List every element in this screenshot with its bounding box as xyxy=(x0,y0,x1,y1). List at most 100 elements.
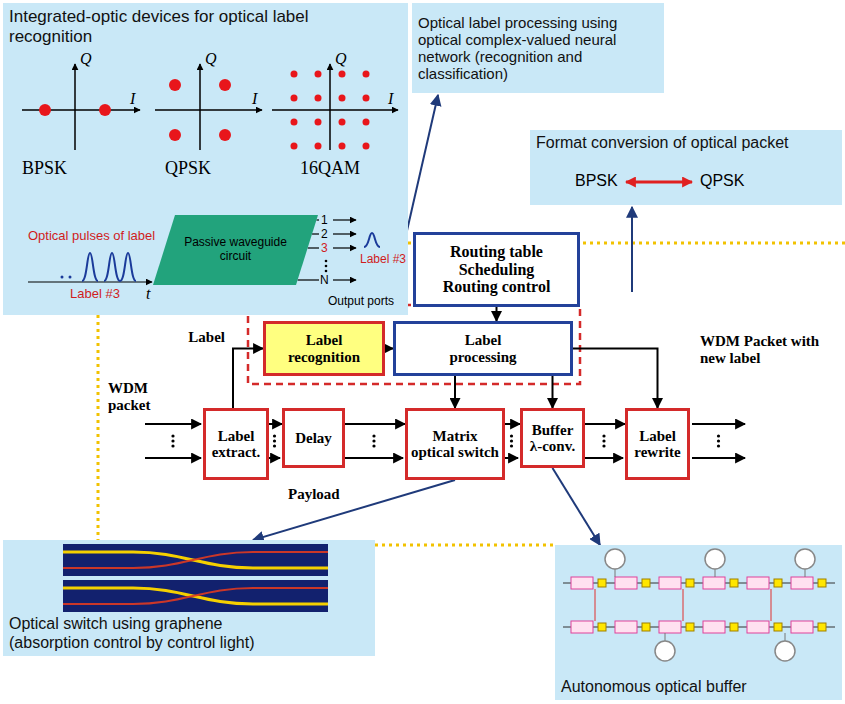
signal-arrow xyxy=(692,457,745,459)
process-box: Label extract. xyxy=(203,408,269,480)
lamp-symbol xyxy=(705,549,725,569)
port-arrow xyxy=(333,233,356,234)
signal-arrow xyxy=(269,423,282,425)
constellation-point xyxy=(291,95,298,102)
i-axis xyxy=(272,109,398,111)
port-arrow xyxy=(333,247,356,248)
caption: Autonomous optical buffer xyxy=(561,678,836,696)
signal-arrow xyxy=(496,307,498,321)
q-axis xyxy=(74,64,76,150)
delay-block xyxy=(791,621,813,633)
delay-block xyxy=(659,621,681,633)
process-box: Buffer λ-conv. xyxy=(520,408,585,468)
signal-arrow xyxy=(505,457,518,459)
waveguide-circuit: Passive waveguide circuit xyxy=(153,215,318,285)
constellation-point xyxy=(219,129,231,141)
constellation-point xyxy=(99,104,111,116)
callout-panel: Optical label processing using optical c… xyxy=(412,3,664,93)
format-name: QPSK xyxy=(165,158,211,179)
port-stub xyxy=(312,233,319,234)
optical-pulse xyxy=(120,253,136,281)
conversion-arrow xyxy=(626,181,692,184)
optical-pulse xyxy=(104,253,120,281)
process-box: Label processing xyxy=(393,321,573,376)
constellation-point xyxy=(339,95,346,102)
callout-panel: Format conversion of optical packet xyxy=(530,130,842,205)
port-number: N xyxy=(320,273,329,287)
constellation-point xyxy=(315,143,322,150)
process-box: Delay xyxy=(282,408,345,468)
signal-arrow xyxy=(552,376,554,408)
switch-element xyxy=(686,623,694,631)
delay-block xyxy=(747,577,769,589)
format-name: BPSK xyxy=(22,158,67,179)
axis-label: Q xyxy=(80,50,92,68)
box-label: Buffer λ-conv. xyxy=(526,422,579,455)
signal-arrow xyxy=(585,423,625,425)
optical-pulse xyxy=(82,253,98,281)
callout-panel: Autonomous optical buffer xyxy=(555,545,842,700)
lamp-symbol xyxy=(655,641,675,661)
switch-element xyxy=(730,623,738,631)
group-outline xyxy=(248,305,580,384)
part-name: Output ports xyxy=(328,294,394,308)
process-box: Label rewrite xyxy=(625,408,690,480)
control-line xyxy=(595,589,596,621)
signal-arrow xyxy=(233,349,263,409)
light-path xyxy=(63,552,328,568)
pulse-dots xyxy=(69,276,72,279)
pulse-dots xyxy=(61,276,64,279)
panel-title: Integrated-optic devices for optical lab… xyxy=(9,7,309,46)
format-name: QPSK xyxy=(700,172,744,190)
constellation-point xyxy=(291,143,298,150)
control-line xyxy=(771,589,772,621)
time-axis xyxy=(28,281,152,282)
ellipsis-dots xyxy=(717,434,720,437)
constellation-point xyxy=(363,119,370,126)
box-label: Label recognition xyxy=(269,332,379,365)
signal-name: Label #3 xyxy=(360,252,406,266)
illustration-group xyxy=(563,549,835,661)
switch-element xyxy=(730,579,738,587)
format-name: 16QAM xyxy=(300,158,360,179)
signal-name: Label #3 xyxy=(70,286,120,301)
ellipsis-dots xyxy=(717,444,720,447)
constellation-point xyxy=(315,71,322,78)
ellipsis-dots xyxy=(372,444,375,447)
box-label: Label rewrite xyxy=(631,428,684,461)
process-box: Label recognition xyxy=(263,321,385,376)
signal-arrow xyxy=(145,457,201,459)
delay-block xyxy=(615,621,637,633)
switch-element xyxy=(774,579,782,587)
switch-element xyxy=(818,623,826,631)
axis-label: Q xyxy=(205,50,217,68)
ellipsis-dots xyxy=(171,434,174,437)
light-path xyxy=(63,552,328,568)
delay-block xyxy=(571,577,593,589)
ellipsis-dots xyxy=(602,434,605,437)
box-label: Matrix optical switch xyxy=(411,428,499,461)
port-number: 1 xyxy=(321,213,328,227)
illustration-group xyxy=(626,182,692,183)
box-label: Label extract. xyxy=(209,428,263,461)
delay-block xyxy=(703,621,725,633)
port-number: 2 xyxy=(321,227,328,241)
constellation-point xyxy=(363,143,370,150)
port-dots xyxy=(325,270,328,273)
signal-arrow xyxy=(573,349,658,409)
ellipsis-dots xyxy=(510,439,513,442)
signal-arrow xyxy=(385,348,393,350)
lamp-symbol xyxy=(605,549,625,569)
control-line xyxy=(683,589,684,621)
switch-element xyxy=(598,623,606,631)
box-label: Label processing xyxy=(433,332,533,365)
light-path xyxy=(63,588,328,604)
lamp-stem xyxy=(805,569,806,577)
constellation-point xyxy=(363,71,370,78)
divider-line xyxy=(375,544,555,547)
signal-name: WDM packet xyxy=(108,380,168,413)
signal-arrow xyxy=(505,423,520,425)
signal-arrow xyxy=(585,457,623,459)
axis-label: I xyxy=(130,90,135,108)
divider-line xyxy=(97,315,100,545)
